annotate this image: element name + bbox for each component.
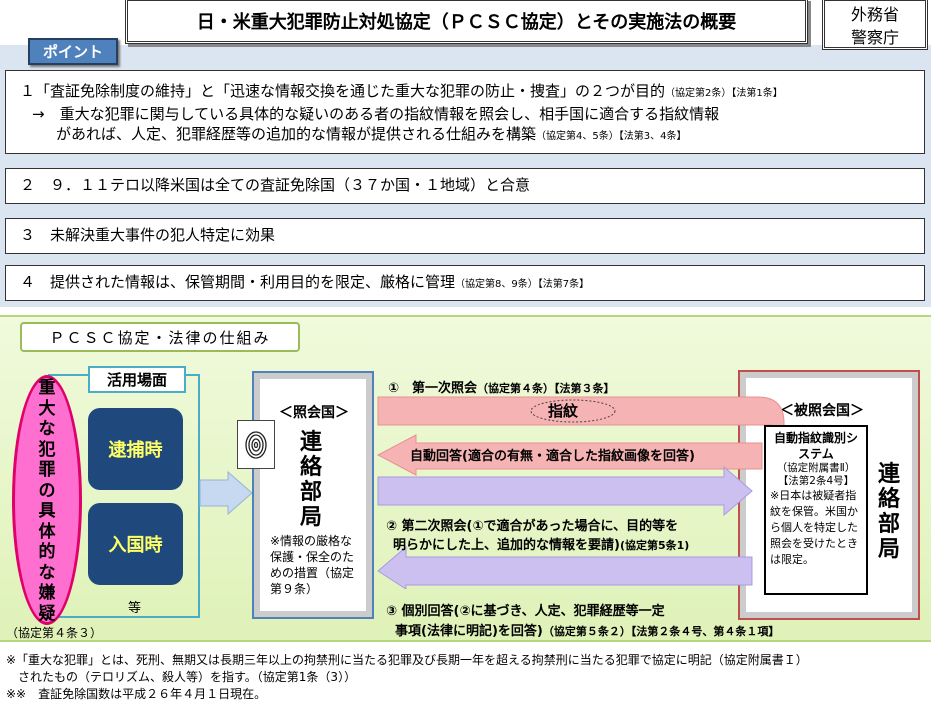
requested-office: 連絡部局 (878, 462, 901, 562)
requesting-country-box (252, 371, 374, 619)
suspicion-ellipse (12, 375, 82, 625)
step-3-line1: ③ 個別回答(②に基づき、人定、犯罪経歴等一定 (386, 604, 665, 619)
footnote-1: ※「重大な犯罪」とは、死刑、無期又は長期三年以上の拘禁刑に当たる犯罪及び長期一年… (6, 653, 808, 667)
suspicion-text: 重大な犯罪の具体的な嫌疑 (38, 378, 56, 624)
use-case-arrest: 逮捕時 (88, 408, 183, 490)
afis-box: 自動指紋識別システム （協定附属書Ⅱ） 【法第2条4号】 ※日本は被疑者指紋を保… (764, 425, 868, 595)
step-2-line2: 明らかにした上、追加的な情報を要請)(協定第5条1) (393, 534, 689, 553)
requesting-office: 連絡部局 (299, 430, 322, 530)
arrows-pink (376, 396, 785, 476)
step-1: ① 第一次照会（協定第４条）【法第３条】 (388, 377, 615, 396)
use-case-label: 活用場面 (88, 366, 186, 393)
fingerprint-icon (237, 420, 275, 469)
point-1-ref: （協定第2条）【法第1条】 (665, 88, 783, 99)
agency-box: 外務省警察庁 (822, 0, 928, 50)
point-1: １「査証免除制度の維持」と「迅速な情報交換を通じた重大な犯罪の防止・捜査」の２つ… (5, 70, 925, 154)
requested-country-label: ＜被照会国＞ (780, 403, 864, 419)
step-2-ref: (協定第5条1) (619, 539, 690, 552)
point-4: ４ 提供された情報は、保管期間・利用目的を限定、厳格に管理（協定第8、9条）【法… (5, 265, 925, 301)
point-badge: ポイント (28, 38, 118, 65)
point-1-text: １「査証免除制度の維持」と「迅速な情報交換を通じた重大な犯罪の防止・捜査」の２つ… (20, 82, 666, 100)
step-3-text: 事項(法律に明記)を回答) (395, 624, 543, 639)
requesting-note: ※情報の厳格な保護・保全のための措置（協定第９条） (270, 534, 355, 596)
auto-reply: 自動回答(適合の有無・適合した指紋画像を回答) (410, 449, 695, 464)
agency-npa: 警察庁 (850, 28, 899, 47)
flow-arrow-right (199, 470, 253, 516)
step-2-line1: ② 第二次照会(①で適合があった場合に、目的等を (386, 519, 679, 534)
footnote-2: ※※ 査証免除国数は平成２６年４月１日現在。 (6, 687, 267, 701)
step-3-ref: （協定第５条２）【法第２条４号、第４条１項】 (542, 625, 780, 638)
afis-title: 自動指紋識別システム (773, 431, 858, 461)
suspicion-ref: （協定第４条３） (6, 626, 103, 640)
footnote-1b: されたもの（テロリズム、殺人等）を指す。（協定第1条（3）） (6, 670, 357, 684)
mechanism-heading: ＰＣＳＣ協定・法律の仕組み (20, 322, 300, 352)
fingerprint-label: 指紋 (548, 402, 579, 420)
agency-mofa: 外務省 (850, 5, 899, 24)
point-2: ２ ９．１１テロ以降米国は全ての査証免除国（３７か国・１地域）と合意 (5, 168, 925, 204)
step-1-text: ① 第一次照会 (388, 381, 478, 396)
point-1-line3: があれば、人定、犯罪経歴等の追加的な情報が提供される仕組みを構築 (56, 125, 537, 143)
point-4-ref: （協定第8、9条）【法第7条】 (455, 279, 590, 290)
point-4-text: ４ 提供された情報は、保管期間・利用目的を限定、厳格に管理 (20, 273, 456, 291)
requesting-country-label: ＜照会国＞ (279, 405, 349, 421)
step-3-line2: 事項(法律に明記)を回答)（協定第５条２）【法第２条４号、第４条１項】 (395, 620, 779, 639)
step-2-text: 明らかにした上、追加的な情報を要請) (393, 538, 620, 553)
afis-ref2: 【法第2条4号】 (777, 475, 855, 487)
point-1-line3-ref: （協定第4、5条）【法第3、4条】 (536, 131, 687, 142)
page-title: 日・米重大犯罪防止対処協定（ＰＣＳＣ協定）とその実施法の概要 (125, 0, 808, 44)
step-1-ref: （協定第４条）【法第３条】 (477, 382, 615, 395)
afis-note: ※日本は被疑者指紋を保管。米国から個人を特定した照会を受けたときは限定。 (770, 489, 858, 566)
use-case-etc: 等 (128, 601, 142, 616)
point-3: ３ 未解決重大事件の犯人特定に効果 (5, 218, 925, 254)
arrows-purple (377, 465, 753, 589)
use-case-entry: 入国時 (88, 503, 183, 585)
point-1-line2: → 重大な犯罪に関与している具体的な疑いのある者の指紋情報を照会し、相手国に適合… (32, 105, 720, 123)
afis-ref1: （協定附属書Ⅱ） (776, 462, 856, 474)
